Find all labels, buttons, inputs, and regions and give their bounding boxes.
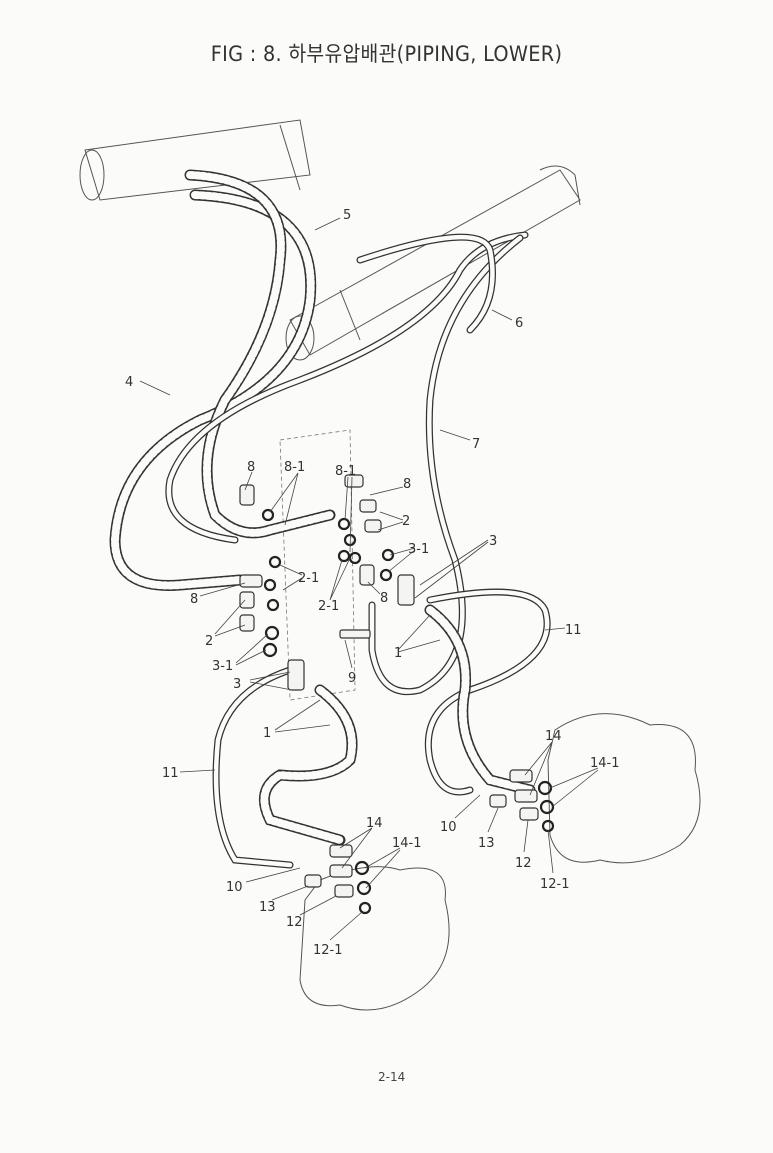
- hose-7: [368, 234, 524, 696]
- hose-1-left: [258, 684, 358, 846]
- valve-block-outline: [279, 429, 356, 701]
- callout-2-1: 2-1: [318, 599, 339, 614]
- callout-5: 5: [343, 208, 351, 223]
- callout-14-1: 14-1: [590, 756, 620, 771]
- leader-lines: [139, 217, 599, 941]
- hose-11-left: [212, 666, 294, 869]
- callout-9: 9: [348, 671, 356, 686]
- callout-6: 6: [515, 316, 523, 331]
- hose-5: [184, 169, 336, 539]
- callout-8: 8: [380, 591, 388, 606]
- callout-8: 8: [247, 460, 255, 475]
- callout-13: 13: [259, 900, 276, 915]
- hose-1-right: [424, 604, 536, 796]
- callout-14-1: 14-1: [392, 836, 422, 851]
- boom-cylinder-lower: [285, 165, 581, 361]
- fittings: [239, 474, 539, 898]
- callout-13: 13: [478, 836, 495, 851]
- callout-8: 8: [190, 592, 198, 607]
- callout-8-1: 8-1: [284, 460, 305, 475]
- pipe-hose-upper: [356, 233, 496, 334]
- callout-10: 10: [440, 820, 457, 835]
- callout-3: 3: [233, 677, 241, 692]
- callout-7: 7: [472, 437, 480, 452]
- hose-11-right: [424, 588, 551, 796]
- callout-12-1: 12-1: [540, 877, 570, 892]
- page-number: 2-14: [378, 1070, 406, 1084]
- hose-6: [165, 231, 529, 544]
- callout-14: 14: [366, 816, 383, 831]
- callout-3-1: 3-1: [212, 659, 233, 674]
- travel-motor-left: [299, 866, 450, 1011]
- callout-2-1: 2-1: [298, 571, 319, 586]
- callout-12-1: 12-1: [313, 943, 343, 958]
- figure-title: FIG : 8. 하부유압배관(PIPING, LOWER): [210, 42, 563, 66]
- callout-8: 8: [403, 477, 411, 492]
- travel-motor-right: [547, 713, 701, 864]
- callout-10: 10: [226, 880, 243, 895]
- callout-3: 3: [489, 534, 497, 549]
- callout-12: 12: [515, 856, 532, 871]
- callout-1: 1: [394, 646, 402, 661]
- callout-labels: 5 4 6 7 8 8-1 8-1 8 2 3-1 3 2-1 8 2 8 2-…: [125, 208, 620, 958]
- callout-2: 2: [402, 514, 410, 529]
- callout-11: 11: [162, 766, 179, 781]
- callout-4: 4: [125, 375, 133, 390]
- callout-3-1: 3-1: [408, 542, 429, 557]
- callout-12: 12: [286, 915, 303, 930]
- callout-2: 2: [205, 634, 213, 649]
- boom-cylinder-upper: [79, 119, 311, 201]
- callout-1: 1: [263, 726, 271, 741]
- callout-14: 14: [545, 729, 562, 744]
- callout-8-1: 8-1: [335, 464, 356, 479]
- callout-11: 11: [565, 623, 582, 638]
